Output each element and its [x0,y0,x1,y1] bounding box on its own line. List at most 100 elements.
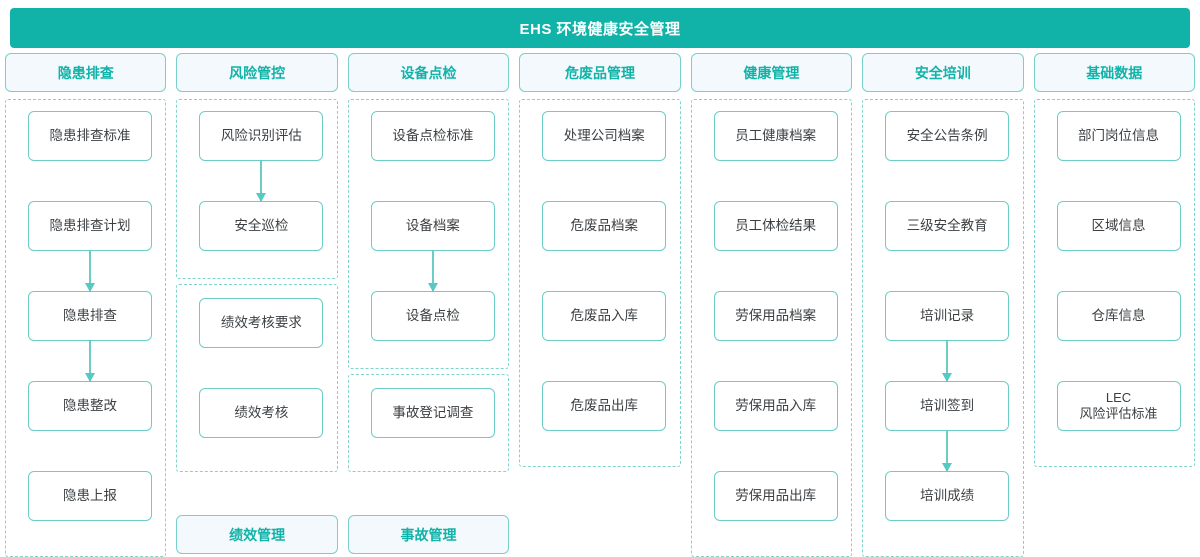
node-box[interactable]: 隐患上报 [28,471,152,521]
column-header-label: 安全培训 [914,64,971,81]
node-label: 劳保用品入库 [735,397,817,413]
column-header-6[interactable]: 安全培训 [862,53,1024,92]
node-box[interactable]: 绩效考核要求 [199,298,324,348]
module-column: 风险管控绩效管理 风险识别评估安全巡检绩效考核要求绩效考核 [176,53,338,554]
node-label: 劳保用品出库 [735,487,817,503]
column-footer-3[interactable]: 事故管理 [347,515,510,554]
node-label: 风险识别评估 [220,127,302,143]
node-label: 隐患整改 [63,397,117,413]
column-header-label: 隐患排查 [57,64,114,81]
node-group [176,284,338,472]
column-header-label: 设备点检 [400,64,457,81]
node-box[interactable]: 风险识别评估 [199,111,324,161]
column-header-label: 基础数据 [1086,64,1143,81]
node-box[interactable]: 隐患排查计划 [28,201,152,251]
node-box[interactable]: 隐患排查标准 [28,111,152,161]
node-overlay: 风险识别评估安全巡检绩效考核要求绩效考核 [176,99,346,554]
node-box[interactable]: 培训记录 [885,291,1010,341]
node-label: 部门岗位信息 [1078,127,1160,143]
node-label: 劳保用品档案 [735,307,817,323]
group-stack [1033,99,1195,554]
node-label: 绩效考核要求 [220,314,302,330]
node-label: 事故登记调查 [392,404,474,420]
node-box[interactable]: 劳保用品出库 [713,471,838,521]
node-box[interactable]: 隐患排查 [28,291,152,341]
node-box[interactable]: 区域信息 [1056,201,1181,251]
node-label: 设备点检标准 [392,127,474,143]
node-overlay: 安全公告条例三级安全教育培训记录培训签到培训成绩 [862,99,1032,554]
column-header-label: 风险管控 [229,64,286,81]
node-box[interactable]: 绩效考核 [199,388,324,438]
node-label: 区域信息 [1091,217,1146,233]
group-stack [347,99,510,509]
node-label: 隐患上报 [63,487,117,503]
column-footer-label: 事故管理 [400,526,457,543]
column-footer-2[interactable]: 绩效管理 [176,515,338,554]
node-label: 设备点检 [405,307,460,323]
node-box[interactable]: 部门岗位信息 [1056,111,1181,161]
node-overlay: 设备点检标准设备档案设备点检事故登记调查 [348,99,518,554]
node-label: 隐患排查计划 [49,217,131,233]
node-overlay: 隐患排查标准隐患排查计划隐患排查隐患整改隐患上报 [5,99,175,554]
node-label: 员工健康档案 [735,127,817,143]
node-box[interactable]: 培训签到 [885,381,1010,431]
node-box[interactable]: 培训成绩 [885,471,1010,521]
column-header-2[interactable]: 风险管控 [176,53,338,92]
column-header-3[interactable]: 设备点检 [347,53,510,92]
module-column: 健康管理员工健康档案员工体检结果劳保用品档案劳保用品入库劳保用品出库 [690,53,853,557]
column-header-5[interactable]: 健康管理 [690,53,853,92]
column-header-7[interactable]: 基础数据 [1033,53,1195,92]
node-label: 三级安全教育 [906,217,988,233]
node-label: 培训记录 [920,307,975,323]
node-box[interactable]: 劳保用品档案 [713,291,838,341]
node-box[interactable]: 安全巡检 [199,201,324,251]
page-title: EHS 环境健康安全管理 [10,8,1190,48]
node-box[interactable]: 设备点检标准 [370,111,495,161]
node-box[interactable]: 安全公告条例 [885,111,1010,161]
node-group [347,99,510,369]
node-box[interactable]: 危废品档案 [542,201,667,251]
column-header-label: 健康管理 [743,64,800,81]
module-column: 安全培训安全公告条例三级安全教育培训记录培训签到培训成绩 [862,53,1024,557]
node-box[interactable]: 隐患整改 [28,381,152,431]
node-label: 隐患排查 [63,307,117,323]
node-label: 安全巡检 [234,217,289,233]
node-label: 危废品出库 [570,397,639,413]
node-box[interactable]: 设备档案 [370,201,495,251]
module-column: 危废品管理处理公司档案危废品档案危废品入库危废品出库 [519,53,681,554]
node-overlay: 员工健康档案员工体检结果劳保用品档案劳保用品入库劳保用品出库 [691,99,861,554]
node-label: 危废品档案 [570,217,639,233]
group-stack [519,99,681,554]
node-group [347,374,510,472]
node-label: 仓库信息 [1091,307,1146,323]
node-label: 危废品入库 [570,307,639,323]
node-box[interactable]: 仓库信息 [1056,291,1181,341]
node-box[interactable]: 劳保用品入库 [713,381,838,431]
node-overlay: 处理公司档案危废品档案危废品入库危废品出库 [519,99,689,554]
node-label: 培训签到 [920,397,975,413]
node-group [1033,99,1195,467]
node-label: 员工体检结果 [735,217,817,233]
node-label: 绩效考核 [234,404,289,420]
column-header-4[interactable]: 危废品管理 [519,53,681,92]
node-box[interactable]: 三级安全教育 [885,201,1010,251]
node-box[interactable]: 危废品入库 [542,291,667,341]
module-columns: 隐患排查隐患排查标准隐患排查计划隐患排查隐患整改隐患上报风险管控绩效管理风险识别… [0,53,1200,557]
node-box[interactable]: 处理公司档案 [542,111,667,161]
module-column: 隐患排查隐患排查标准隐患排查计划隐患排查隐患整改隐患上报 [5,53,167,557]
node-box[interactable]: 事故登记调查 [370,388,495,438]
node-box[interactable]: 员工体检结果 [713,201,838,251]
node-group [519,99,681,467]
node-group [176,99,338,279]
group-stack [176,99,338,509]
column-header-1[interactable]: 隐患排查 [5,53,167,92]
node-box[interactable]: 危废品出库 [542,381,667,431]
node-box[interactable]: 员工健康档案 [713,111,838,161]
node-box[interactable]: 设备点检 [370,291,495,341]
node-label: 安全公告条例 [906,127,988,143]
